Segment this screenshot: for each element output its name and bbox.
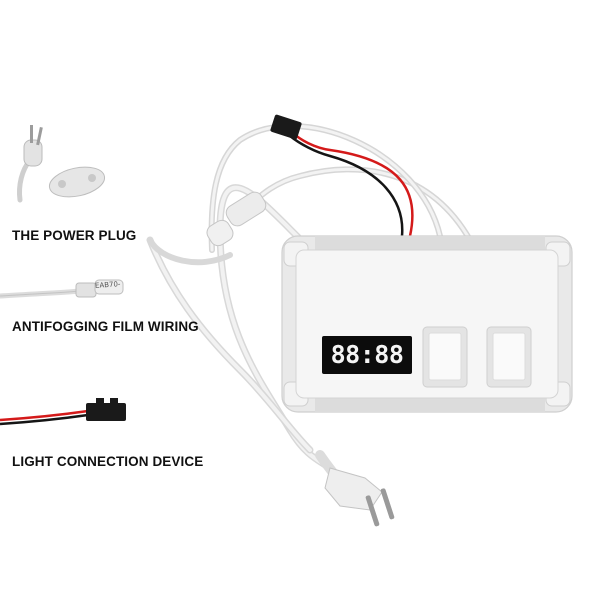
led-display: 88:88: [322, 336, 412, 374]
power-plug-thumbnail: [17, 125, 106, 203]
light-connector: [270, 114, 302, 140]
control-box: [281, 235, 573, 413]
antifog-connector: [206, 191, 267, 247]
label-antifogging-film-wiring: ANTIFOGGING FILM WIRING: [12, 319, 199, 334]
power-plug: [315, 450, 395, 527]
antifogging-wire-thumbnail: [0, 279, 124, 299]
label-power-plug: THE POWER PLUG: [12, 228, 137, 243]
light-connector-thumbnail: [0, 398, 126, 426]
label-light-connection-device: LIGHT CONNECTION DEVICE: [12, 454, 204, 469]
